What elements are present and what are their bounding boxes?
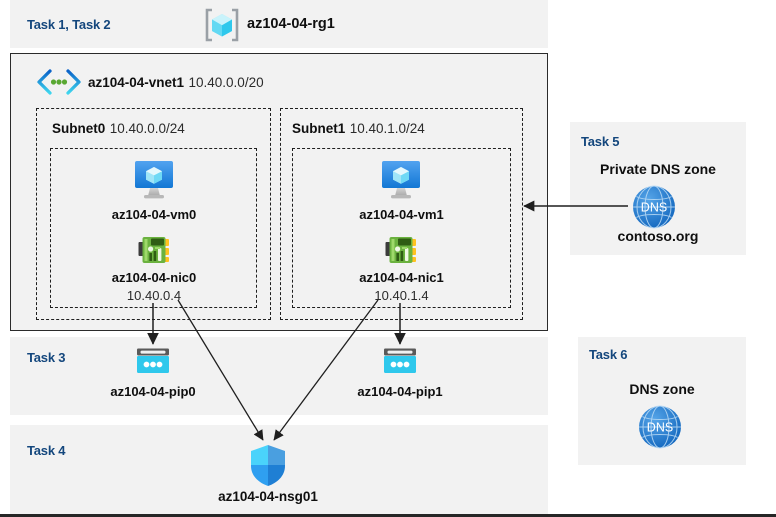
nic-0-ip: 10.40.0.4 — [126, 288, 182, 303]
vnet-name: az104-04-vnet1 — [88, 75, 185, 90]
public-ip-panel — [10, 337, 548, 415]
private-dns-name: contoso.org — [617, 228, 699, 244]
virtual-network-icon — [36, 68, 82, 96]
pip-0-label: az104-04-pip0 — [110, 384, 196, 399]
nic-1-ip: 10.40.1.4 — [374, 288, 429, 303]
vnet-title: az104-04-vnet1 10.40.0.0/20 — [88, 74, 264, 92]
subnet-1-resources-box — [292, 148, 511, 308]
nic-1-label: az104-04-nic1 — [359, 270, 444, 285]
resource-group-icon — [203, 6, 241, 44]
dns-zone-icon: DNS — [637, 404, 683, 450]
public-ip-address-icon — [135, 347, 171, 377]
vnet-box — [10, 53, 548, 331]
dns-zone-icon: DNS — [631, 184, 677, 230]
network-interface-icon — [138, 234, 170, 266]
vnet-address-space: 10.40.0.0/20 — [188, 75, 264, 90]
pip-1-label: az104-04-pip1 — [357, 384, 443, 399]
subnet-0-name: Subnet0 — [52, 121, 106, 136]
subnet-0-title: Subnet0 10.40.0.0/24 — [52, 120, 185, 138]
dns-icon-text: DNS — [647, 421, 673, 435]
virtual-machine-icon — [378, 158, 424, 202]
network-security-group-icon — [248, 443, 288, 488]
bottom-rule — [0, 514, 776, 517]
private-dns-heading: Private DNS zone — [600, 161, 716, 177]
virtual-machine-icon — [131, 158, 177, 202]
resource-group-panel — [10, 0, 548, 48]
vm-1-label: az104-04-vm1 — [359, 207, 444, 222]
subnet-1-title: Subnet1 10.40.1.0/24 — [292, 120, 425, 138]
task-label-6: Task 6 — [589, 347, 628, 362]
vm-0-label: az104-04-vm0 — [111, 207, 197, 222]
task-label-4: Task 4 — [27, 443, 66, 458]
task-label-3: Task 3 — [27, 350, 66, 365]
subnet-0-cidr: 10.40.0.0/24 — [109, 121, 185, 136]
public-ip-address-icon — [382, 347, 418, 377]
resource-group-name: az104-04-rg1 — [247, 16, 335, 32]
nic-0-label: az104-04-nic0 — [111, 270, 197, 285]
public-dns-heading: DNS zone — [629, 381, 695, 397]
dns-icon-text: DNS — [641, 201, 667, 215]
subnet-1-cidr: 10.40.1.0/24 — [349, 121, 425, 136]
task-label-5: Task 5 — [581, 134, 620, 149]
task-label-1-2: Task 1, Task 2 — [27, 17, 111, 32]
subnet-1-name: Subnet1 — [292, 121, 346, 136]
subnet-box-1 — [280, 108, 523, 320]
nsg-label: az104-04-nsg01 — [218, 489, 318, 504]
network-interface-icon — [385, 234, 417, 266]
